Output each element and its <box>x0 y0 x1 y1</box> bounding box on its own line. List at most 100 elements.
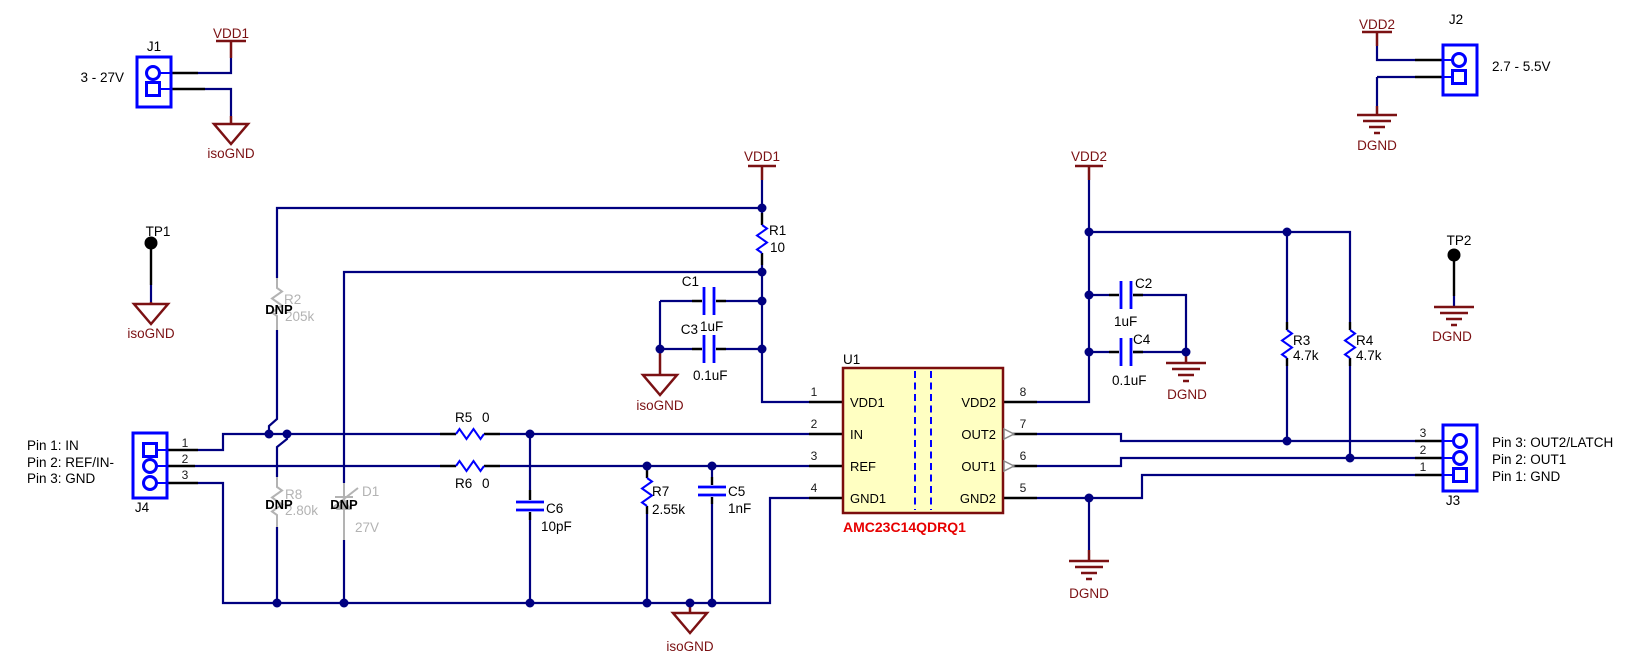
dgnd-symbol <box>1166 352 1206 383</box>
j4-pin-desc: Pin 3: GND <box>27 471 96 486</box>
c5-value: 1nF <box>728 501 751 516</box>
u1-pin-name: GND1 <box>850 491 886 506</box>
j4-pin3-circle <box>142 475 158 491</box>
j4-pin-links <box>156 449 167 484</box>
connector-j1 <box>135 55 173 109</box>
r1-ref: R1 <box>769 223 786 238</box>
capacitor-c5 <box>698 485 726 497</box>
net-j2-vdd2 <box>1375 46 1415 62</box>
u1-body <box>841 366 1005 515</box>
j4-pin-number: 3 <box>182 468 189 482</box>
testpoint-tp1 <box>144 236 158 250</box>
j3-ref: J3 <box>1446 493 1460 508</box>
d1-value: 27V <box>355 520 379 535</box>
resistor-r6 <box>455 459 485 473</box>
u1-pin-number: 6 <box>1020 449 1027 463</box>
u1-pin-number: 7 <box>1020 417 1027 431</box>
pin-stubs <box>149 58 1456 520</box>
testpoint-tp2 <box>1447 248 1461 262</box>
power-symbols <box>131 30 1474 635</box>
j4-pin-desc: Pin 1: IN <box>27 438 79 453</box>
r6-ref: R6 <box>455 476 472 491</box>
c4-value: 0.1uF <box>1112 373 1147 388</box>
r3-ref: R3 <box>1293 333 1310 348</box>
resistor-r4 <box>1343 329 1357 359</box>
isognd-label: isoGND <box>636 398 684 413</box>
j1-ref: J1 <box>147 39 161 54</box>
connector-j3 <box>1441 423 1479 493</box>
r7-value: 2.55k <box>652 502 685 517</box>
u1-pin-number: 8 <box>1020 385 1027 399</box>
j3-pin-desc: Pin 1: GND <box>1492 469 1561 484</box>
isognd-symbol <box>640 349 680 397</box>
u1-pin-name: OUT1 <box>961 459 996 474</box>
r8-value: 2.80k <box>285 503 318 518</box>
capacitor-c2 <box>1119 281 1133 309</box>
components <box>270 224 1357 540</box>
u1-part-number: AMC23C14QDRQ1 <box>843 519 966 535</box>
dgnd-label: DGND <box>1069 586 1109 601</box>
isognd-symbol <box>211 116 251 146</box>
j4-pin2-circle <box>142 458 158 474</box>
c1-value: 1uF <box>700 319 723 334</box>
net-out2 <box>1037 432 1415 443</box>
j2-pin-links <box>1443 59 1453 78</box>
dgnd-symbol <box>1434 305 1474 327</box>
dgnd-symbol <box>1069 550 1109 581</box>
diode-d1-triangle <box>336 498 352 510</box>
j3-pin1-square <box>1452 467 1468 483</box>
resistor-r2-dnp <box>270 278 284 330</box>
diode-d1-lines <box>330 483 359 540</box>
vdd-bar <box>748 164 776 180</box>
r4-value: 4.7k <box>1356 348 1382 363</box>
j1-body <box>135 55 173 109</box>
diode-d1-dnp <box>330 483 359 540</box>
net-r1out-to-d1 <box>342 270 762 483</box>
u1-pin-name: VDD2 <box>961 395 996 410</box>
isognd-label: isoGND <box>666 639 714 654</box>
capacitor-c3 <box>702 335 716 363</box>
vdd-bar <box>216 39 246 58</box>
r8-ref: R8 <box>285 487 302 502</box>
vdd2-label: VDD2 <box>1071 149 1107 164</box>
j1-stubs <box>171 71 205 91</box>
j3-pin-number: 3 <box>1420 426 1427 440</box>
j2-pin2-square <box>1451 69 1467 85</box>
r7-ref: R7 <box>652 484 669 499</box>
resistor-r3 <box>1280 329 1294 359</box>
r4-ref: R4 <box>1356 333 1374 348</box>
j2-pin1-circle <box>1451 52 1467 68</box>
resistor-r7 <box>640 477 654 507</box>
isolation-barrier-icon <box>914 371 932 510</box>
j2-ref: J2 <box>1449 12 1463 27</box>
net-vdd2-column <box>1037 180 1091 404</box>
j1-pin2-square <box>145 81 161 97</box>
d1-ref: D1 <box>362 484 379 499</box>
j4-pin-number: 1 <box>182 436 189 450</box>
u1-pin-number: 4 <box>811 481 818 495</box>
c6-value: 10pF <box>541 519 572 534</box>
d1-dnp-flag: DNP <box>330 497 358 512</box>
dgnd-label: DGND <box>1432 329 1472 344</box>
tp2-dot <box>1447 248 1461 262</box>
vdd-bar <box>1075 164 1103 180</box>
net-vdd1-to-r2 <box>275 206 762 278</box>
out1-port-icon <box>1003 459 1016 473</box>
j4-pin1-square <box>142 442 158 458</box>
j3-pin-number: 1 <box>1420 460 1427 474</box>
text-labels: VDD1 J1 3 - 27V isoGND VDD2 J2 2.7 - 5.5… <box>27 12 1613 654</box>
vdd1-label: VDD1 <box>213 26 249 41</box>
u1-pin-name: OUT2 <box>961 427 996 442</box>
j3-pin2-circle <box>1452 450 1468 466</box>
c3-value: 0.1uF <box>693 368 728 383</box>
net-j1-isognd <box>205 87 233 116</box>
capacitor-c4 <box>1119 338 1133 366</box>
vdd1-label: VDD1 <box>744 149 780 164</box>
j2-range: 2.7 - 5.5V <box>1492 59 1551 74</box>
j3-stubs <box>1415 439 1443 477</box>
dgnd-label: DGND <box>1357 138 1397 153</box>
r2-ref: R2 <box>284 292 301 307</box>
wires <box>149 46 1456 605</box>
